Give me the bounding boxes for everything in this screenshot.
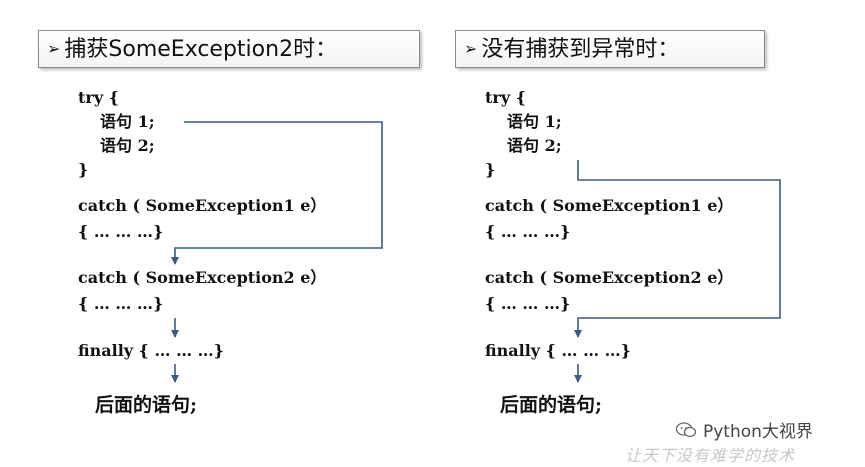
left-catch1: catch ( SomeException1 e） (78, 196, 327, 215)
right-try-open: try { (485, 88, 526, 107)
left-panel-title: ➢捕获SomeException2时： (38, 30, 420, 68)
right-stmt1: 语句 1; (507, 112, 562, 131)
right-stmt2: 语句 2; (507, 136, 562, 155)
wechat-icon (675, 421, 697, 437)
right-finally: finally { … … …} (485, 341, 631, 360)
right-catch1: catch ( SomeException1 e） (485, 196, 734, 215)
left-try-open: try { (78, 88, 119, 107)
watermark-brand: Python大视界 (675, 417, 813, 442)
arrow-bullet-icon: ➢ (464, 39, 478, 58)
left-catch2: catch ( SomeException2 e） (78, 268, 327, 287)
left-catch2-body: { … … …} (78, 294, 164, 313)
right-panel-title: ➢没有捕获到异常时： (455, 30, 765, 68)
watermark-brand-text: Python大视界 (703, 422, 813, 442)
left-title-text: 捕获SomeException2时： (64, 37, 338, 62)
watermark-slogan: 让天下没有难学的技术 (625, 446, 796, 465)
right-no-exception-skip-arrow (574, 160, 781, 338)
left-stmt1: 语句 1; (100, 112, 155, 131)
left-stmt2: 语句 2; (100, 136, 155, 155)
left-try-close: } (78, 160, 89, 179)
left-finally: finally { … … …} (78, 341, 224, 360)
right-try-close: } (485, 160, 496, 179)
left-catch1-body: { … … …} (78, 222, 164, 241)
right-catch2-body: { … … …} (485, 294, 571, 313)
arrow-bullet-icon: ➢ (47, 39, 61, 58)
right-title-text: 没有捕获到异常时： (481, 37, 680, 62)
right-catch1-body: { … … …} (485, 222, 571, 241)
right-catch2: catch ( SomeException2 e） (485, 268, 734, 287)
left-exception-jump-arrow (171, 121, 383, 265)
right-after-statement: 后面的语句; (500, 394, 603, 416)
left-after-statement: 后面的语句; (95, 394, 198, 416)
